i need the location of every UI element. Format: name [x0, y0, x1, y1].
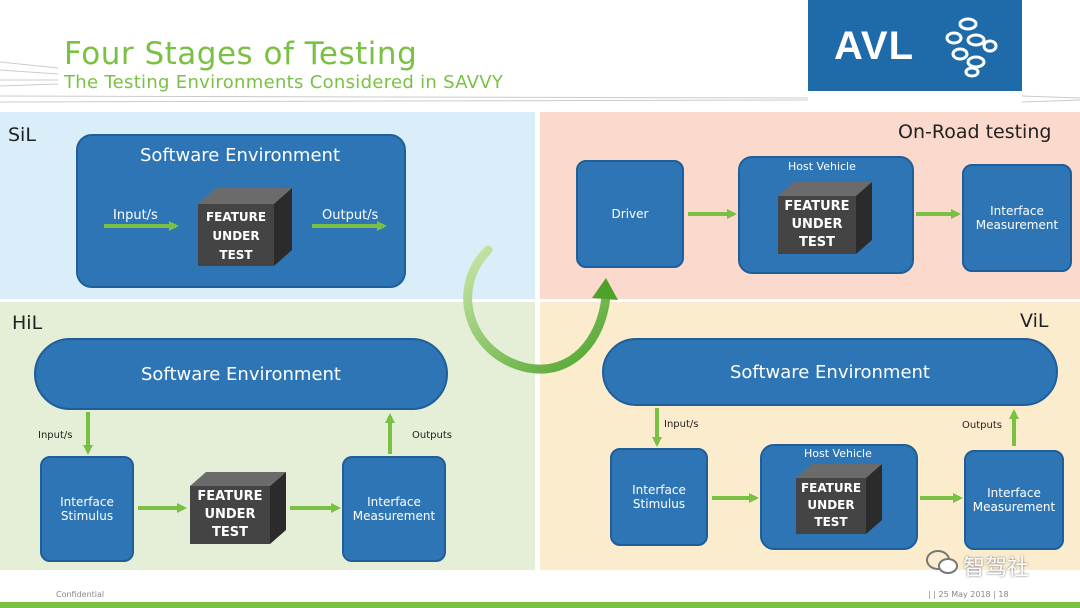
vil-host-vehicle-label: Host Vehicle	[804, 447, 872, 460]
hil-output-label: Outputs	[412, 430, 452, 441]
cycle-arrow-icon	[463, 245, 618, 374]
vil-input-label: Input/s	[664, 419, 699, 430]
sil-env-title: Software Environment	[140, 145, 341, 166]
sil-input-label: Input/s	[113, 208, 158, 223]
hil-label: HiL	[12, 312, 43, 334]
footer-confidential: Confidential	[56, 590, 105, 599]
hil-feature-under-test: FEATURE UNDER TEST	[190, 488, 270, 542]
hil-interface-stimulus-label: Interface Stimulus	[60, 495, 114, 523]
hil-cube-icon	[190, 472, 286, 544]
page-subtitle: The Testing Environments Considered in S…	[64, 72, 504, 93]
cube-line: TEST	[219, 248, 253, 262]
sil-cube-icon	[198, 188, 292, 266]
footer-date-page: | | 25 May 2018 | 18	[928, 590, 1009, 599]
cube-line: TEST	[814, 515, 848, 529]
onroad-feature-under-test: FEATURE UNDER TEST	[778, 198, 856, 252]
cube-line: UNDER	[204, 507, 256, 522]
page-title: Four Stages of Testing	[64, 36, 418, 72]
cube-line: UNDER	[791, 217, 843, 232]
cube-line: FEATURE	[784, 199, 850, 214]
cube-line: TEST	[799, 235, 835, 250]
hil-interface-stimulus-box: Interface Stimulus	[40, 456, 134, 562]
vil-interface-stimulus-label: Interface Stimulus	[632, 483, 686, 511]
vil-software-environment: Software Environment	[602, 338, 1058, 406]
onroad-label: On-Road testing	[898, 121, 1052, 143]
cube-line: UNDER	[807, 498, 855, 512]
vil-interface-measurement-label: Interface Measurement	[972, 486, 1056, 514]
onroad-host-vehicle-label: Host Vehicle	[788, 160, 856, 173]
vil-label: ViL	[1020, 310, 1049, 332]
vil-interface-measurement-box: Interface Measurement	[964, 450, 1064, 550]
hil-interface-measurement-label: Interface Measurement	[352, 495, 436, 523]
hil-env-title: Software Environment	[140, 363, 341, 385]
logo-text: AVL	[834, 24, 915, 68]
cube-line: FEATURE	[800, 481, 862, 495]
cube-line: FEATURE	[205, 210, 267, 224]
cube-line: TEST	[212, 525, 248, 540]
onroad-cube-icon	[778, 182, 872, 254]
vil-env-title: Software Environment	[729, 361, 930, 383]
sil-label: SiL	[8, 124, 36, 146]
onroad-interface-measurement-box: Interface Measurement	[962, 164, 1072, 272]
hil-input-label: Input/s	[38, 430, 73, 441]
onroad-driver-box: Driver	[576, 160, 684, 268]
footer-bar	[0, 602, 1080, 608]
driver-label: Driver	[611, 207, 649, 221]
cube-line: UNDER	[212, 229, 260, 243]
sil-output-label: Output/s	[322, 208, 379, 223]
vil-feature-under-test: FEATURE UNDER TEST	[796, 480, 866, 531]
hil-software-environment: Software Environment	[34, 338, 448, 410]
vil-output-label: Outputs	[962, 420, 1002, 431]
wechat-icon	[926, 550, 958, 574]
vil-interface-stimulus-box: Interface Stimulus	[610, 448, 708, 546]
watermark-text: 智驾社	[963, 556, 1030, 581]
avl-logo: AVL	[808, 0, 1022, 91]
hil-interface-measurement-box: Interface Measurement	[342, 456, 446, 562]
vil-cube-icon	[796, 464, 882, 534]
cube-line: FEATURE	[197, 489, 263, 504]
header-decoration	[0, 61, 1080, 103]
onroad-interface-measurement-label: Interface Measurement	[975, 204, 1059, 232]
avl-logo-mark-icon	[945, 17, 998, 78]
sil-feature-under-test: FEATURE UNDER TEST	[198, 208, 274, 265]
